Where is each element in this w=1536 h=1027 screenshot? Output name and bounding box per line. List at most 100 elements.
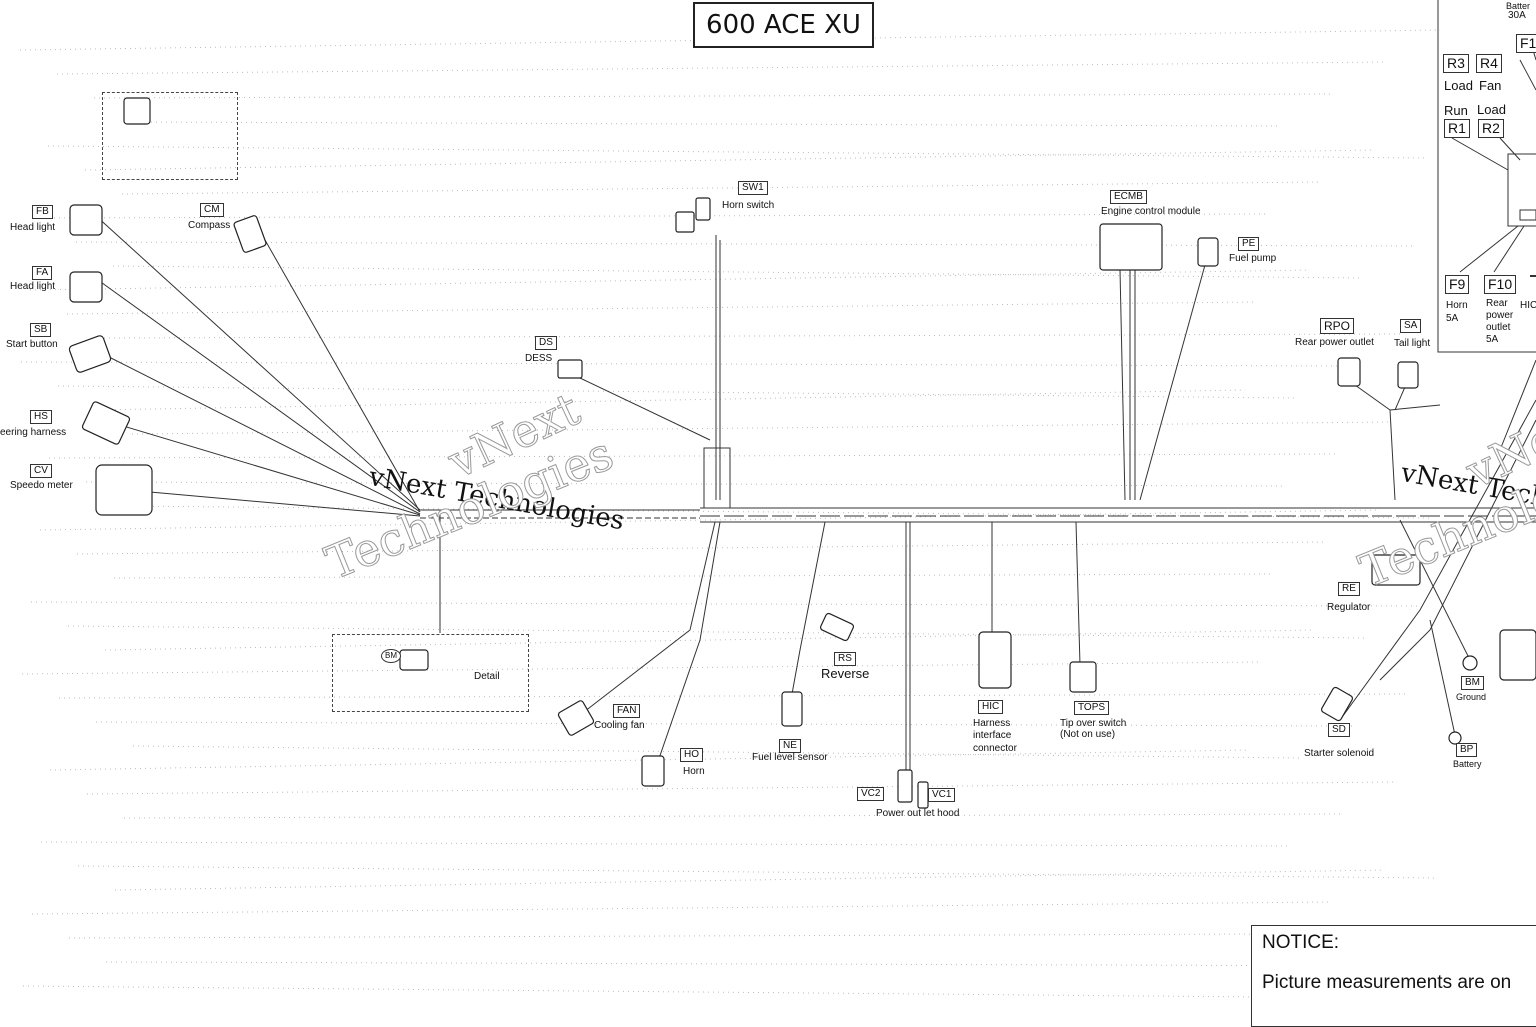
- background-dotted-line: [105, 961, 1427, 967]
- relay-r4-code: R4: [1476, 54, 1502, 73]
- bm-code: BM: [1461, 676, 1484, 690]
- rs-code: RS: [834, 652, 856, 666]
- background-dotted-line: [113, 573, 1275, 579]
- background-dotted-line: [104, 629, 1316, 651]
- background-dotted-line: [56, 61, 1388, 75]
- background-dotted-line: [39, 509, 1381, 531]
- notice-box: NOTICE: Picture measurements are on: [1251, 925, 1536, 1027]
- background-dotted-line: [130, 121, 1282, 127]
- battery-fuse-amp: 30A: [1508, 10, 1526, 21]
- vc2-label: Power out let hood: [876, 808, 960, 819]
- fuse-f10-label-4: 5A: [1486, 334, 1499, 345]
- background-dotted-line: [123, 813, 1345, 819]
- fuse-hic-partial: [1530, 275, 1536, 277]
- sw1-label: Horn switch: [722, 200, 775, 211]
- background-dotted-line: [86, 781, 1398, 795]
- sa-label: Tail light: [1394, 338, 1431, 349]
- background-dotted-line: [93, 93, 1335, 99]
- vc1-code: VC1: [928, 788, 956, 802]
- tops-label-2: (Not on use): [1060, 729, 1116, 740]
- pe-label: Fuel pump: [1229, 253, 1277, 264]
- tops-code: TOPS: [1074, 701, 1110, 715]
- background-dotted-line: [77, 865, 1439, 879]
- background-dotted-line: [48, 453, 1340, 459]
- background-dotted-line: [103, 333, 1405, 339]
- background-dotted-line: [122, 505, 1434, 519]
- diagram-title: 600 ACE XU: [693, 2, 874, 48]
- fuse-f10-label-1: Rear: [1486, 298, 1508, 309]
- ecmb-code: ECMB: [1110, 190, 1147, 204]
- fb-code: FB: [32, 205, 53, 219]
- relay-r1-code: R1: [1444, 119, 1470, 138]
- ds-label: DESS: [525, 353, 553, 364]
- pe-code: PE: [1238, 237, 1260, 251]
- cv-code: CV: [30, 464, 52, 478]
- rs-label: Reverse: [821, 666, 870, 681]
- compass-detail-box: [102, 92, 238, 180]
- fa-label: Head light: [10, 281, 56, 292]
- background-dotted-line: [95, 721, 1357, 727]
- relay-r3-code: R3: [1443, 54, 1469, 73]
- bp-label: Battery: [1453, 759, 1482, 769]
- background-dotted-line: [76, 541, 1328, 555]
- fb-label: Head light: [10, 222, 56, 233]
- tops-label-1: Tip over switch: [1060, 718, 1127, 729]
- background-dotted-line: [58, 693, 1410, 699]
- hic-label-2: interface: [973, 730, 1012, 741]
- background-dotted-line: [114, 869, 1386, 891]
- detail-inset-code: BM: [381, 649, 401, 663]
- re-code: RE: [1338, 582, 1360, 596]
- vc2-code: VC2: [857, 787, 885, 801]
- fuse-f9-label-1: Horn: [1446, 300, 1468, 311]
- rpo-code: RPO: [1320, 318, 1355, 334]
- relay-r4-label: Fan: [1479, 78, 1502, 93]
- hic-label-3: connector: [973, 743, 1017, 754]
- background-dotted-line: [85, 481, 1287, 487]
- background-dotted-line: [67, 625, 1369, 639]
- sw1-code: SW1: [738, 181, 768, 195]
- background-dotted-line: [131, 421, 1393, 435]
- background-dotted-line: [29, 269, 1311, 291]
- sb-code: SB: [30, 323, 52, 337]
- fuse-f9-code: F9: [1445, 275, 1470, 294]
- background-dotted-line: [21, 661, 1263, 675]
- ho-label: Horn: [683, 766, 705, 777]
- hs-label: eering harness: [0, 427, 67, 438]
- fuse-f1-code: F1: [1516, 34, 1536, 53]
- hic-label-1: Harness: [973, 718, 1011, 729]
- sa-code: SA: [1400, 319, 1422, 333]
- fuse-f9-label-2: 5A: [1446, 313, 1459, 324]
- fuse-hic-label: HIC: [1520, 300, 1536, 311]
- fuse-f10-label-2: power: [1486, 310, 1514, 321]
- background-dotted-line: [75, 241, 1417, 247]
- fan-code: FAN: [613, 704, 641, 718]
- relay-r3-label: Load: [1444, 78, 1473, 93]
- bm-label: Ground: [1456, 692, 1487, 702]
- background-dotted-line: [22, 985, 1374, 999]
- re-label: Regulator: [1327, 602, 1371, 613]
- ne-label: Fuel level sensor: [752, 752, 828, 763]
- cm-code: CM: [200, 203, 224, 217]
- background-dotted-line: [40, 841, 1292, 847]
- sd-code: SD: [1328, 723, 1350, 737]
- hs-code: HS: [30, 410, 52, 424]
- relay-r2-code: R2: [1478, 119, 1504, 138]
- background-dotted-line: [66, 301, 1258, 315]
- background-dotted-line: [121, 181, 1323, 195]
- battery-fuse-label: Batter: [1506, 1, 1531, 11]
- cm-label: Compass: [188, 220, 231, 231]
- background-dotted-line: [38, 213, 1270, 219]
- relay-r2-label: Load: [1477, 102, 1506, 117]
- cv-label: Speedo meter: [10, 480, 73, 491]
- hic-code: HIC: [978, 700, 1004, 714]
- sd-label: Starter solenoid: [1304, 748, 1375, 759]
- fuse-f10-code: F10: [1484, 275, 1517, 294]
- rpo-label: Rear power outlet: [1295, 337, 1374, 348]
- notice-body: Picture measurements are on: [1262, 972, 1512, 993]
- relay-r1-label: Run: [1444, 103, 1468, 118]
- ne-code: NE: [779, 739, 801, 753]
- background-dotted-line: [20, 361, 1352, 367]
- background-dotted-line: [94, 389, 1246, 411]
- background-dotted-line: [68, 933, 1280, 939]
